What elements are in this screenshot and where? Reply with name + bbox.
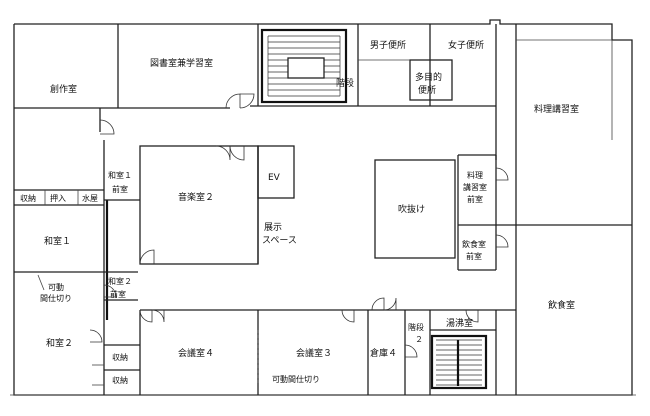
room-label-washitsu2-anteroom-2: 前室: [110, 289, 126, 299]
room-label-dining-anteroom-2: 前室: [466, 251, 482, 261]
room-label-washitsu-1: 和室１: [44, 235, 71, 247]
room-label-sosaku: 創作室: [50, 83, 77, 95]
music-room-2-walls: [139, 145, 295, 265]
room-label-closet: 押入: [50, 193, 66, 203]
room-label-cooking-anteroom-2: 講習室: [463, 182, 487, 192]
room-label-storage-2: 収納: [112, 352, 128, 362]
room-labels: 創作室 図書室兼学習室 階段 男子便所 女子便所 多目的 便所 料理講習室 和室…: [20, 39, 579, 385]
outer-walls: [10, 19, 636, 396]
room-label-cooking-room: 料理講習室: [534, 103, 579, 115]
room-label-atrium: 吹抜け: [398, 203, 425, 215]
room-label-cooking-anteroom-3: 前室: [467, 194, 483, 204]
room-label-womens-toilet: 女子便所: [448, 39, 484, 51]
movable-partitions: [37, 274, 259, 385]
room-label-washitsu-2: 和室２: [46, 337, 73, 349]
room-label-music-room-2: 音楽室２: [178, 191, 214, 203]
room-label-stairs-2-1: 階段: [408, 322, 424, 332]
room-label-exhibit-1: 展示: [264, 222, 282, 233]
room-label-elevator: EV: [268, 173, 281, 183]
room-label-exhibit-2: スペース: [262, 236, 297, 246]
top-row-walls: [14, 24, 613, 160]
room-label-dining-room: 飲食室: [548, 299, 575, 311]
room-label-kitchenette: 湯沸室: [446, 317, 473, 329]
bottom-rooms-walls: [139, 309, 516, 395]
room-label-washitsu2-anteroom-1: 和室２: [108, 276, 132, 286]
room-label-library: 図書室兼学習室: [150, 57, 213, 69]
room-label-stairs-top: 階段: [336, 77, 354, 89]
room-label-storage-3: 収納: [112, 375, 128, 385]
room-label-washitsu1-anteroom-1: 和室１: [108, 170, 132, 180]
room-label-movable-partition: 可動間仕切り: [272, 374, 320, 384]
room-label-multipurpose-toilet-1: 多目的: [415, 71, 442, 83]
room-label-mens-toilet: 男子便所: [370, 39, 406, 51]
left-wing-walls: [14, 140, 140, 395]
stair-bottom: [430, 334, 488, 390]
room-label-dining-anteroom-1: 飲食室: [462, 239, 486, 249]
room-label-cooking-anteroom-1: 料理: [467, 170, 483, 180]
atrium: [374, 159, 456, 259]
room-label-mizuya: 水屋: [82, 193, 98, 203]
stair-top: [260, 28, 348, 104]
room-label-movable-1: 可動: [48, 283, 64, 292]
room-label-movable-2: 間仕切り: [40, 293, 72, 303]
room-label-meeting-3: 会議室３: [296, 347, 332, 359]
room-label-multipurpose-toilet-2: 便所: [418, 84, 436, 96]
room-label-storage-4: 倉庫４: [370, 347, 397, 359]
doors: [89, 93, 509, 358]
room-label-storage-1: 収納: [20, 193, 36, 203]
room-label-meeting-4: 会議室４: [178, 347, 214, 359]
toilets: [358, 59, 453, 101]
room-label-washitsu1-anteroom-2: 前室: [112, 184, 128, 194]
right-wing-walls: [457, 154, 632, 395]
room-label-stairs-2-2: ２: [415, 335, 423, 344]
